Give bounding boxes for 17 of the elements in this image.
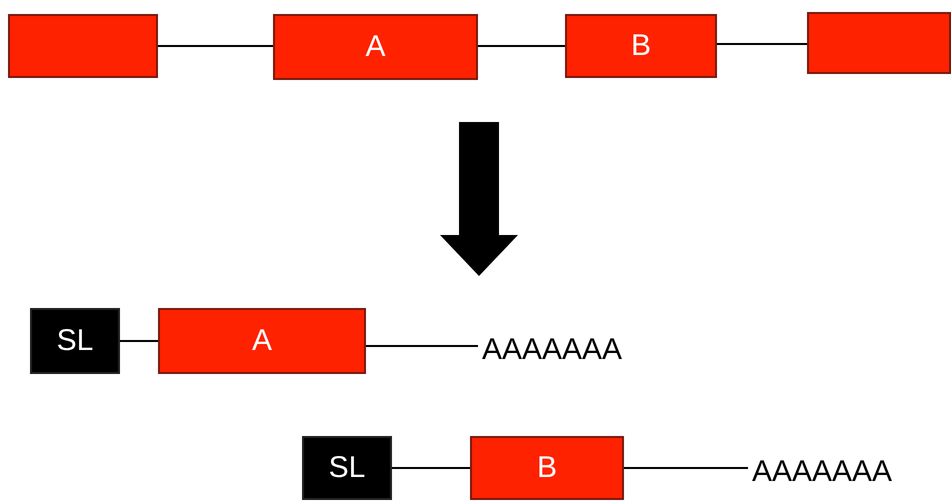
connector-line — [158, 45, 273, 47]
connector-line — [120, 340, 158, 342]
connector-line — [624, 467, 748, 469]
connector-line — [478, 45, 565, 47]
exon-box — [8, 14, 158, 78]
sequence-text: AAAAAAA — [752, 455, 892, 489]
leader-box: SL — [302, 436, 392, 500]
connector-line — [392, 467, 470, 469]
exon-box: B — [470, 436, 624, 500]
exon-box — [807, 12, 951, 74]
leader-box: SL — [30, 308, 120, 374]
connector-line — [717, 43, 807, 45]
exon-box: A — [158, 308, 366, 374]
exon-box: A — [273, 14, 478, 80]
sequence-text: AAAAAAA — [482, 333, 622, 367]
connector-line — [366, 345, 478, 347]
exon-box: B — [565, 14, 717, 78]
